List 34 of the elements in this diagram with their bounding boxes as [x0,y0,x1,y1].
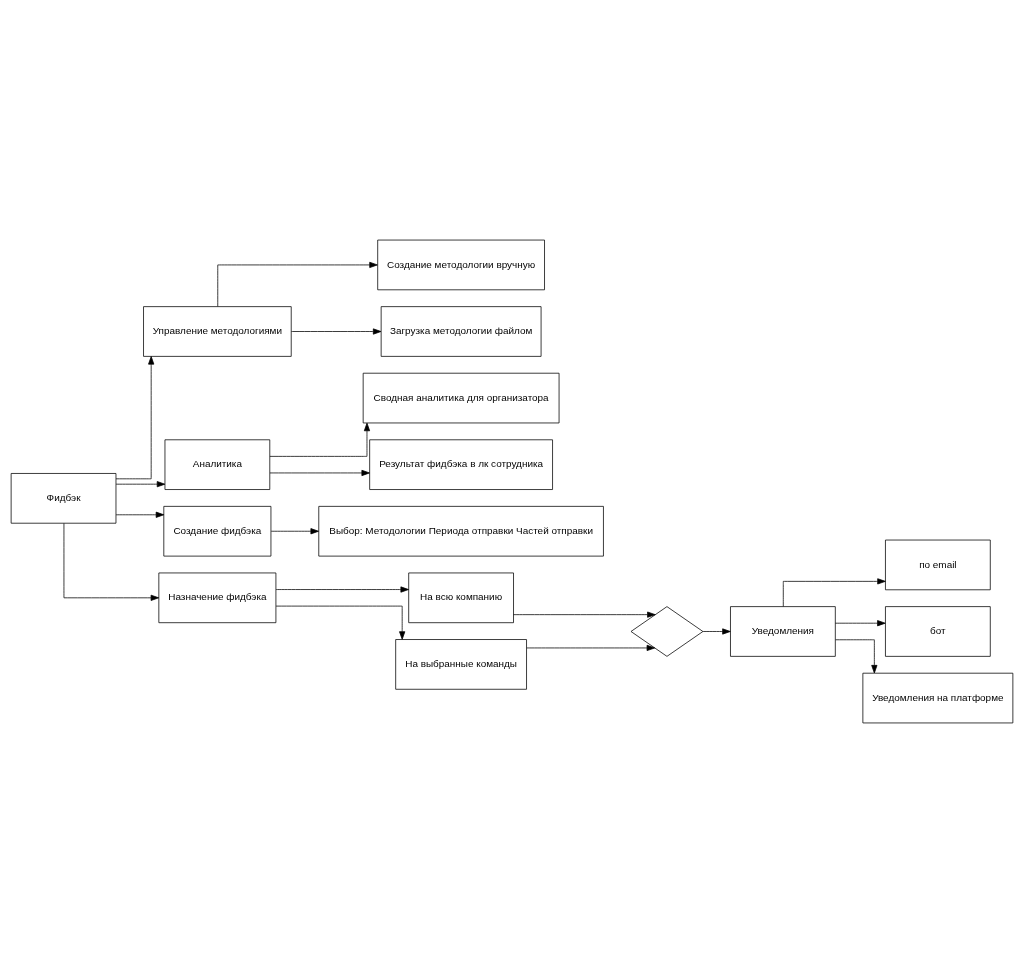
node-box: Уведомления [730,606,836,657]
node-box: Уведомления на платформе [862,672,1014,724]
node-box: Назначение фидбэка [158,572,277,624]
node-box: Выбор: Методологии Периода отправки Частей отправки [318,506,604,557]
node-box: На выбранные команды [395,639,527,690]
node-box: Сводная аналитика для организатора [362,372,560,424]
arrow [275,586,409,593]
arrow [291,328,382,335]
node-box: Фидбэк [10,473,117,524]
arrow [269,422,371,457]
arrow [115,356,155,480]
node-box: Создание методологии вручную [377,239,545,291]
node-box: Результат фидбэка в лк сотрудника [369,439,553,490]
arrow [63,523,160,601]
node-box: На всю компанию [408,572,514,624]
node-diamond [630,606,704,657]
arrow [275,605,406,640]
node-box: Создание фидбэка [163,506,272,557]
arrow [526,644,656,651]
arrow [270,528,319,535]
node-box: Управление методологиями [143,306,292,357]
arrow [835,639,878,674]
node-box: бот [885,606,991,657]
arrow [115,481,166,488]
arrow [115,511,165,518]
arrow [702,628,731,635]
arrow [269,469,370,476]
arrow [835,620,886,627]
node-box: Загрузка методологии файлом [380,306,542,357]
node-box: по email [885,539,991,591]
arrow [217,261,378,307]
arrow [782,578,886,607]
node-box: Аналитика [164,439,271,490]
arrow [513,611,656,618]
